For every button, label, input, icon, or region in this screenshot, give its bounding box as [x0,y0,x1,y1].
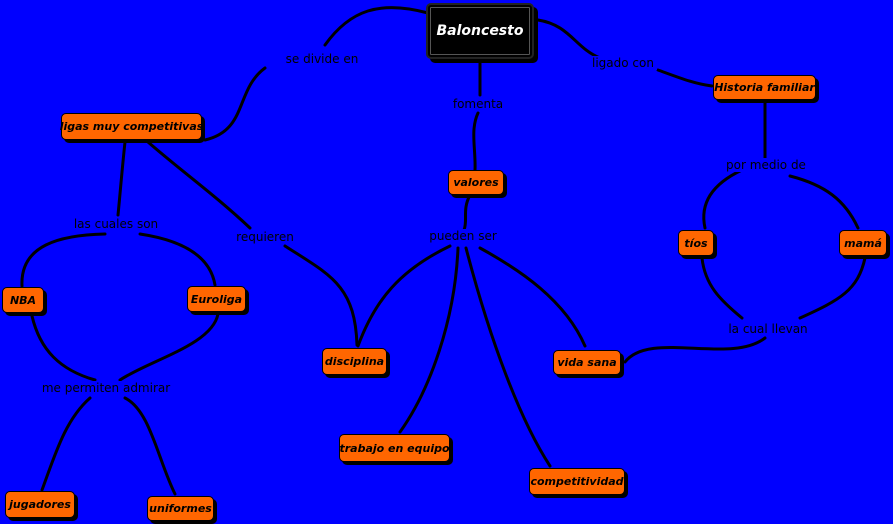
link-la-cual-llevan: la cual llevan [725,322,811,336]
connector-las-cuales-nba [20,232,107,288]
connector-me-permiten-jugadores [40,396,92,492]
connector-me-permiten-uniformes [123,396,177,496]
connector-fomenta-valores [472,111,480,172]
concept-disciplina[interactable]: disciplina [322,348,387,375]
concept-baloncesto[interactable]: Baloncesto [426,3,534,59]
connector-ligas-las-cuales [116,140,127,217]
concept-euroliga[interactable]: Euroliga [187,286,246,312]
connector-root-ligado-con [536,18,602,60]
connector-euroliga-me-permiten [118,312,220,382]
connector-nba-me-permiten [30,314,97,382]
connector-mama-la-cual [798,256,867,320]
concept-vida-sana[interactable]: vida sana [553,350,621,375]
connector-se-divide-en-ligas [203,66,267,142]
concept-historia-familiar[interactable]: Historia familiar [713,75,816,100]
concept-competitividad[interactable]: competitividad [529,468,625,495]
link-se-divide-en: se divide en [282,52,362,66]
connector-pueden-ser-vida-sana [478,246,587,348]
concept-nba[interactable]: NBA [2,287,44,313]
concept-jugadores[interactable]: jugadores [5,491,75,518]
connector-ligado-con-historia [656,68,714,88]
connector-la-cual-vida-sana [623,336,767,364]
concept-trabajo-en-equipo[interactable]: trabajo en equipo [339,434,450,462]
connector-valores-pueden-ser [462,193,472,232]
link-por-medio-de: por medio de [723,158,809,172]
link-ligado-con: ligado con [589,56,657,70]
link-las-cuales-son: las cuales son [70,217,162,231]
connector-pueden-ser-competitividad [464,246,552,468]
concept-mama[interactable]: mamá [839,230,887,256]
connector-pueden-ser-disciplina [356,244,452,348]
link-requieren: requieren [233,230,297,244]
connector-requieren-disciplina [283,244,359,347]
connector-lines [20,6,867,496]
connector-root-se-divide-en [323,6,430,47]
concept-ligas-muy-competitivas[interactable]: ligas muy competitivas [60,113,203,140]
connector-por-medio-tios [702,168,744,230]
connector-ligas-requieren [146,140,252,230]
link-me-permiten-admirar: me permiten admirar [38,381,174,395]
connector-tios-la-cual [700,256,744,320]
concept-uniformes[interactable]: uniformes [147,496,214,521]
connector-por-medio-mama [788,174,860,230]
concept-valores[interactable]: valores [448,170,504,195]
link-pueden-ser: pueden ser [426,229,500,243]
concept-tios[interactable]: tíos [678,230,714,256]
link-fomenta: fomenta [449,97,507,111]
connector-pueden-ser-trabajo [398,246,460,434]
connector-las-cuales-euroliga [138,232,217,287]
